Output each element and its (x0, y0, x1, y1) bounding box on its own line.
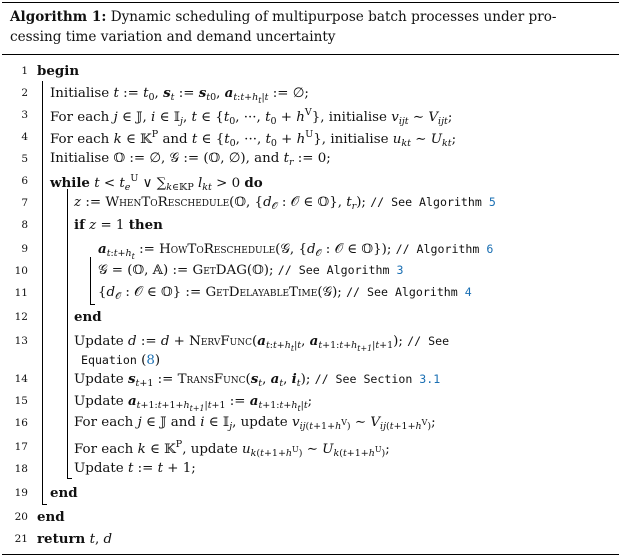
line-code: Update t := t + 1; (74, 461, 196, 476)
algo-line-20: 20 end (2, 507, 602, 529)
algorithm-box: Algorithm 1: Dynamic scheduling of multi… (2, 2, 619, 555)
caption-line1: Dynamic scheduling of multipurpose batch… (110, 9, 557, 25)
line-code: For each j ∈ 𝕁, i ∈ 𝕀j, t ∈ {t0, ···, t0… (50, 107, 453, 127)
algo-line-3: 3 For each j ∈ 𝕁, i ∈ 𝕀j, t ∈ {t0, ···, … (2, 105, 602, 127)
caption-line2: cessing time variation and demand uncert… (10, 29, 336, 45)
line-code: For each k ∈ 𝕂P, update uk(t+1+hU) ∼ Uk(… (74, 439, 390, 459)
algo-line-17: 17 For each k ∈ 𝕂P, update uk(t+1+hU) ∼ … (2, 437, 602, 459)
line-code: For each k ∈ 𝕂P and t ∈ {t0, ···, t0 + h… (50, 129, 457, 149)
algo-line-7: 7 z := WhenToReschedule(𝕆, {d𝒪 : 𝒪 ∈ 𝕆},… (2, 193, 602, 215)
line-code: if z = 1 then (74, 217, 163, 233)
algo-line-5: 5 Initialise 𝕆 := ∅, 𝒢 := (𝕆, ∅), and tr… (2, 149, 602, 171)
line-number: 8 (21, 219, 28, 231)
line-code: z := WhenToReschedule(𝕆, {d𝒪 : 𝒪 ∈ 𝕆}, t… (74, 195, 496, 212)
line-number: 19 (14, 487, 28, 499)
algo-line-15: 15 Update at+1:t+1+ht+1|t+1 := at+1:t+ht… (2, 391, 602, 413)
algorithm-caption: Algorithm 1: Dynamic scheduling of multi… (10, 7, 610, 47)
algo-line-9: 9 at:t+ht := HowToReschedule(𝒢, {d𝒪 : 𝒪 … (2, 239, 602, 261)
line-code: return t, d (37, 531, 113, 547)
algo-line-16: 16 For each j ∈ 𝕁 and i ∈ 𝕀j, update vij… (2, 413, 602, 435)
line-number: 10 (14, 265, 28, 277)
line-number: 12 (14, 311, 28, 323)
algo-line-18: 18 Update t := t + 1; (2, 459, 602, 481)
algo-line-13: 13 Update d := d + NervFunc(at:t+ht|t, a… (2, 331, 602, 371)
line-code: at:t+ht := HowToReschedule(𝒢, {d𝒪 : 𝒪 ∈ … (98, 241, 494, 261)
line-number: 15 (14, 395, 28, 407)
line-number: 1 (21, 65, 28, 77)
caption-label: Algorithm 1: (10, 9, 107, 25)
algo-line-1: 1 begin (2, 61, 602, 83)
begin-block-guide (42, 81, 47, 505)
line-code: For each j ∈ 𝕁 and i ∈ 𝕀j, update vij(t+… (74, 415, 436, 432)
line-number: 3 (21, 109, 28, 121)
algo-line-2: 2 Initialise t := t0, st := st0, at:t+ht… (2, 83, 602, 105)
line-number: 4 (21, 131, 28, 143)
algo-line-6: 6 while t < teU ∨ ∑k∈𝕂P lkt > 0 do (2, 171, 602, 193)
algo-line-10: 10 𝒢 = (𝕆, 𝔸) := GetDAG(𝕆); // See Algor… (2, 261, 602, 283)
line-number: 17 (14, 441, 28, 453)
line-code: begin (37, 63, 80, 79)
algo-line-11: 11 {d𝒪 : 𝒪 ∈ 𝕆} := GetDelayableTime(𝒢); … (2, 283, 602, 305)
line-code: while t < teU ∨ ∑k∈𝕂P lkt > 0 do (50, 173, 263, 193)
line-code: Update at+1:t+1+ht+1|t+1 := at+1:t+ht|t; (74, 393, 313, 413)
line-number: 20 (14, 511, 28, 523)
line-code: Update d := d + NervFunc(at:t+ht|t, at+1… (74, 333, 450, 368)
line-number: 21 (14, 533, 28, 545)
line-number: 7 (21, 197, 28, 209)
line-number: 16 (14, 417, 28, 429)
line-number: 2 (21, 87, 28, 99)
algo-line-4: 4 For each k ∈ 𝕂P and t ∈ {t0, ···, t0 +… (2, 127, 602, 149)
line-code: 𝒢 = (𝕆, 𝔸) := GetDAG(𝕆); // See Algorith… (98, 263, 404, 278)
line-code: Initialise 𝕆 := ∅, 𝒢 := (𝕆, ∅), and tr :… (50, 151, 331, 168)
line-number: 14 (14, 373, 28, 385)
line-number: 13 (14, 335, 28, 347)
line-code: end (37, 509, 65, 525)
algo-line-19: 19 end (2, 483, 602, 505)
algo-line-12: 12 end (2, 307, 602, 329)
while-block-guide (67, 189, 72, 479)
line-code: end (74, 309, 102, 325)
caption-rule (2, 54, 619, 55)
line-code: Initialise t := t0, st := st0, at:t+ht|t… (50, 85, 309, 105)
if-block-guide (90, 257, 95, 305)
algo-line-14: 14 Update st+1 := TransFunc(st, at, it);… (2, 369, 602, 391)
line-code: Update st+1 := TransFunc(st, at, it); //… (74, 371, 441, 389)
line-number: 9 (21, 243, 28, 255)
algo-line-8: 8 if z = 1 then (2, 215, 602, 237)
algo-line-21: 21 return t, d (2, 529, 602, 551)
line-code: {d𝒪 : 𝒪 ∈ 𝕆} := GetDelayableTime(𝒢); // … (98, 285, 472, 302)
line-number: 5 (21, 153, 28, 165)
line-code: end (50, 485, 78, 501)
line-number: 18 (14, 463, 28, 475)
line-number: 11 (14, 287, 28, 299)
line-number: 6 (21, 175, 28, 187)
